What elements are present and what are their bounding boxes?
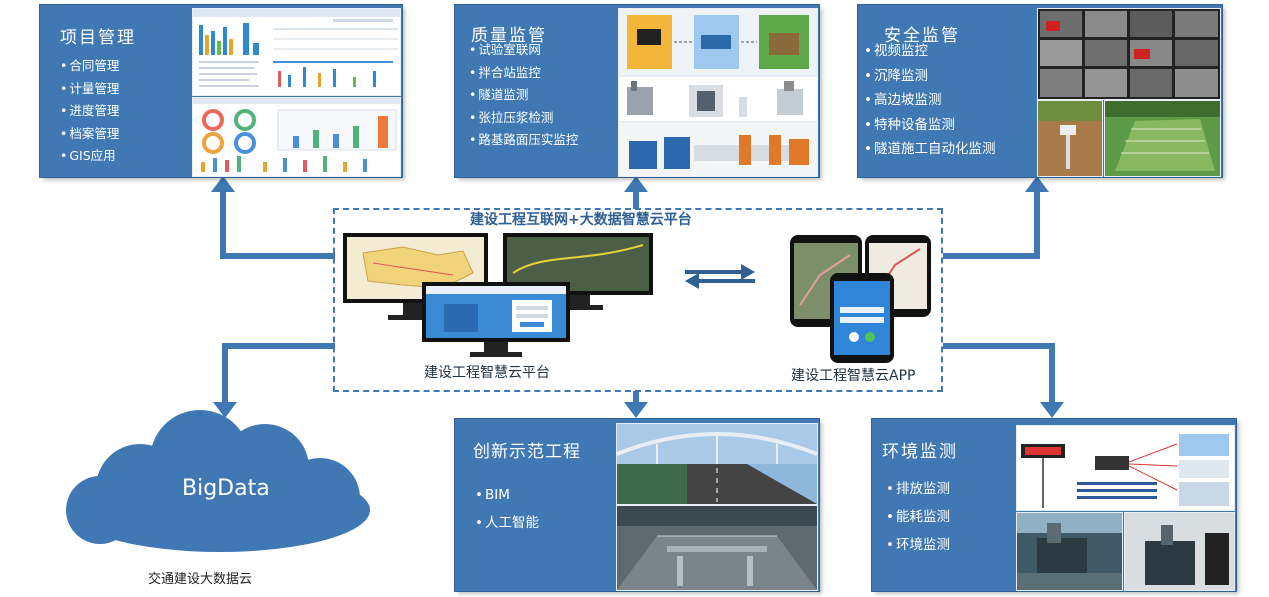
dashboard-screenshot-bottom	[192, 97, 401, 177]
env-monitoring-diagram	[1016, 425, 1235, 511]
arrowhead-safety	[1025, 176, 1049, 192]
list-item: 特种设备监测	[864, 113, 995, 138]
connector-left-bottom-v	[222, 343, 228, 405]
list-item: 试验室联网	[469, 39, 578, 62]
panel-title: 创新示范工程	[473, 442, 581, 462]
panel-safety-supervision: 安全监管 视频监控 沉降监测 高边坡监测 特种设备监测 隧道施工自动化监测	[858, 5, 1222, 177]
list-item: 隧道监测	[469, 84, 578, 107]
monitor-satellite-right	[503, 233, 653, 310]
generator-photo-right	[1124, 512, 1235, 591]
connector-center-bottom	[633, 391, 639, 405]
list-item: 环境监测	[886, 531, 950, 559]
bim-construction-render	[616, 505, 818, 591]
arrowhead-bigdata	[213, 402, 237, 418]
connector-right-top-v	[1034, 190, 1040, 259]
app-caption: 建设工程智慧云APP	[791, 368, 916, 384]
list-item: 拌合站监控	[469, 62, 578, 85]
list-item: 排放监测	[886, 475, 950, 503]
monitor-map-left	[343, 233, 488, 320]
connector-left-top-h	[220, 253, 335, 259]
connector-right-bottom-h	[943, 343, 1055, 349]
video-monitoring-grid	[1037, 8, 1221, 100]
cloud-platform-frame	[333, 208, 943, 392]
tensioning-equipment-image	[618, 122, 818, 177]
dashboard-screenshot-top	[192, 8, 401, 96]
connector-right-top-h	[943, 253, 1040, 259]
phone-login-front	[830, 273, 894, 363]
panel-title: 项目管理	[60, 28, 136, 48]
test-equipment-image	[618, 76, 818, 122]
arrowhead-project	[211, 176, 235, 192]
platform-title: 建设工程互联网+大数据智慧云平台	[470, 212, 692, 228]
bigdata-label: BigData	[182, 476, 270, 501]
bigdata-caption: 交通建设大数据云	[148, 572, 253, 587]
panel-environment-monitoring: 环境监测 排放监测 能耗监测 环境监测	[872, 419, 1236, 591]
monitor-login-front	[422, 282, 570, 357]
panel-item-list: 排放监测 能耗监测 环境监测	[886, 475, 950, 559]
panel-item-list: 试验室联网 拌合站监控 隧道监测 张拉压浆检测 路基路面压实监控	[469, 39, 578, 152]
connector-right-bottom-v	[1049, 343, 1055, 405]
list-item: 档案管理	[60, 123, 119, 146]
panel-item-list: 合同管理 计量管理 进度管理 档案管理 GIS应用	[60, 55, 119, 168]
panel-project-management: 项目管理 合同管理 计量管理 进度管理 档案管理 GIS应用	[40, 5, 402, 177]
lab-network-image	[618, 8, 818, 76]
panel-item-list: 视频监控 沉降监测 高边坡监测 特种设备监测 隧道施工自动化监测	[864, 39, 996, 162]
list-item: 沉降监测	[864, 64, 995, 89]
arrowhead-environment	[1040, 402, 1064, 418]
connector-left-bottom-h	[222, 343, 335, 349]
slope-monitoring-photo	[1037, 100, 1103, 177]
panel-item-list: BIM 人工智能	[475, 481, 539, 537]
sync-arrows-icon	[685, 264, 755, 289]
generator-photo-left	[1016, 512, 1123, 591]
arrowhead-quality	[624, 176, 648, 192]
list-item: 张拉压浆检测	[469, 107, 578, 130]
bim-bridge-render	[616, 423, 818, 505]
connector-left-top-v	[220, 190, 226, 259]
list-item: 视频监控	[864, 39, 995, 64]
list-item: 隧道施工自动化监测	[864, 137, 996, 162]
bigdata-cloud-icon	[66, 410, 370, 552]
panel-title: 环境监测	[882, 442, 958, 462]
list-item: 高边坡监测	[864, 88, 995, 113]
panel-quality-supervision: 质量监管 试验室联网 拌合站监控 隧道监测 张拉压浆检测 路基路面压实监控	[455, 5, 819, 177]
arrowhead-innovation	[624, 402, 648, 418]
list-item: 人工智能	[475, 509, 539, 537]
list-item: 合同管理	[60, 55, 119, 78]
connector-center-top	[633, 190, 639, 209]
list-item: 路基路面压实监控	[469, 129, 578, 152]
list-item: GIS应用	[60, 145, 119, 168]
list-item: 计量管理	[60, 78, 119, 101]
platform-caption: 建设工程智慧云平台	[424, 365, 550, 381]
panel-innovation-demo: 创新示范工程 BIM 人工智能	[455, 419, 819, 591]
list-item: 进度管理	[60, 100, 119, 123]
list-item: BIM	[475, 481, 539, 509]
list-item: 能耗监测	[886, 503, 950, 531]
high-slope-photo	[1104, 100, 1221, 177]
